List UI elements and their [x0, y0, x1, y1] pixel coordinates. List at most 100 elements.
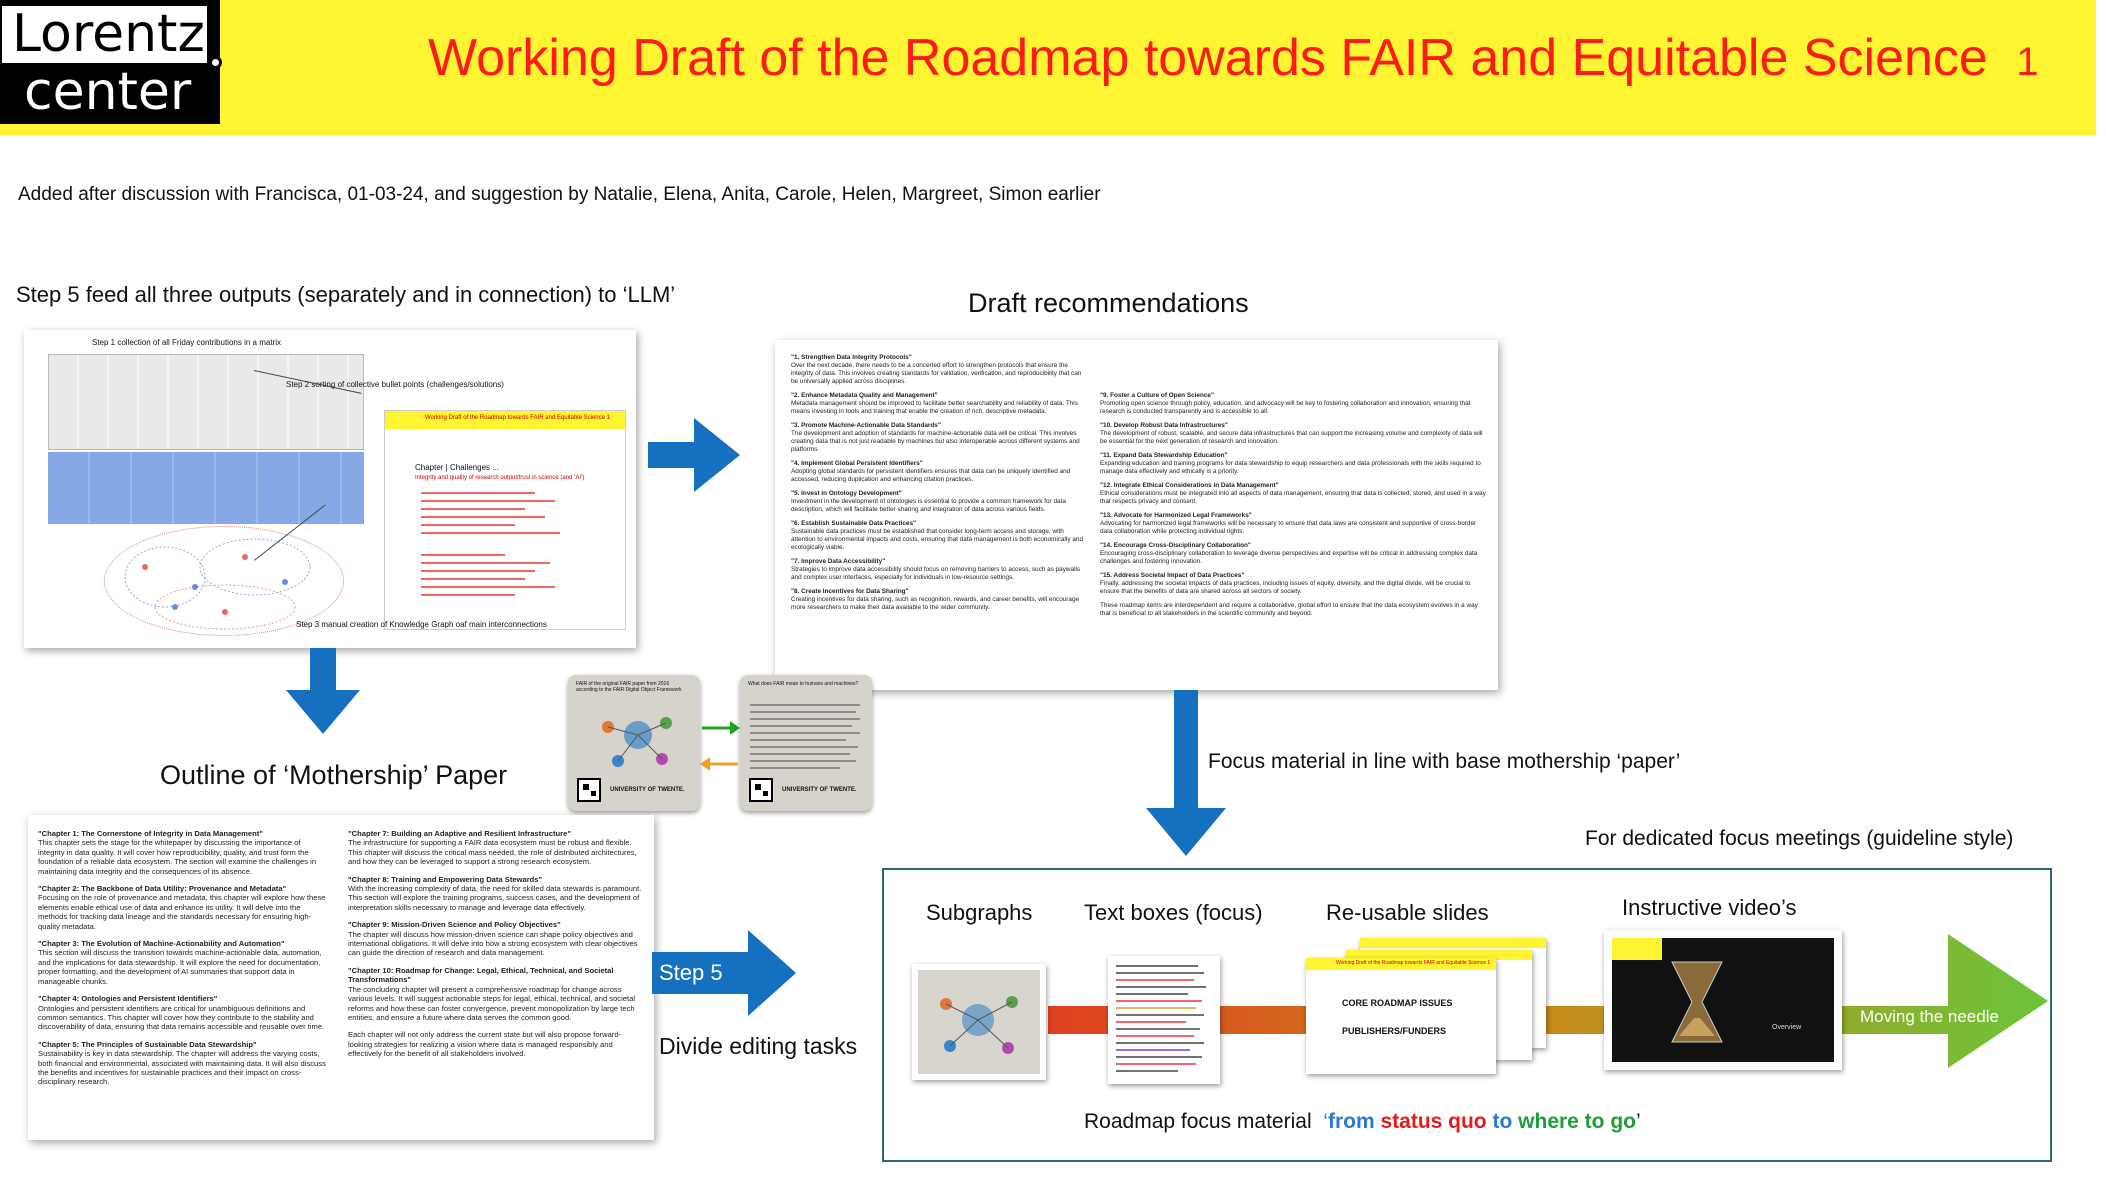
- where-to-go-word: where to go: [1518, 1110, 1636, 1133]
- text-lines-icon: [749, 704, 860, 802]
- chapter-subheading: Integrity and quality of research output…: [415, 475, 585, 481]
- chapter-item: "Chapter 7: Building an Adaptive and Res…: [348, 829, 637, 867]
- rec-item: "7. Improve Data Accessibility"Strategie…: [791, 558, 1081, 581]
- chapter-item: "Chapter 3: The Evolution of Machine-Act…: [38, 939, 322, 986]
- status-quo-word: status quo: [1380, 1110, 1487, 1133]
- rec-item: "13. Advocate for Harmonized Legal Frame…: [1100, 512, 1477, 535]
- exchange-arrows-icon: [700, 721, 740, 771]
- rec-item: "9. Foster a Culture of Open Science"Pro…: [1100, 392, 1471, 415]
- textbox-lines-icon: [1116, 965, 1206, 1072]
- quote-open: ‘: [1323, 1110, 1328, 1133]
- slide-header-text: Working Draft of the Roadmap towards FAI…: [1336, 960, 1491, 966]
- step1-label: Step 1 collection of all Friday contribu…: [92, 338, 281, 347]
- down-arrow-long-icon: [1146, 690, 1226, 856]
- slides-label: Re-usable slides: [1326, 900, 1489, 925]
- rec-item: "10. Develop Robust Data Infrastructures…: [1100, 422, 1483, 445]
- roadmap-focus-line: Roadmap focus material ‘from status quo …: [1084, 1110, 1641, 1134]
- reusable-slide-thumbnail: Working Draft of the Roadmap towards FAI…: [1306, 958, 1496, 1074]
- to-word: to: [1492, 1110, 1513, 1133]
- subtitle-note: Added after discussion with Francisca, 0…: [18, 184, 1101, 205]
- outline-left-column: "Chapter 1: The Cornerstone of Integrity…: [38, 829, 328, 1095]
- header-banner: Lorentz center Working Draft of the Road…: [0, 0, 2096, 135]
- draft-right-column: "9. Foster a Culture of Open Science"Pro…: [1100, 392, 1488, 624]
- outline-heading: Outline of ‘Mothership’ Paper: [160, 760, 508, 790]
- qr-card-2-title: What does FAIR mean to humans and machin…: [748, 681, 859, 687]
- bullet-lines: [421, 492, 560, 596]
- chapter-item: "Chapter 2: The Backbone of Data Utility…: [38, 884, 326, 931]
- textbox-thumbnail: [1108, 956, 1220, 1084]
- chapter-item: "Chapter 4: Ontologies and Persistent Id…: [38, 994, 325, 1032]
- rec-summary: These roadmap items are interdependent a…: [1100, 602, 1478, 617]
- outline-right-column: "Chapter 7: Building an Adaptive and Res…: [348, 829, 644, 1067]
- from-word: from: [1327, 1110, 1375, 1133]
- contribution-matrix-blue: [48, 452, 364, 524]
- logo-word-center: center: [24, 62, 192, 122]
- hourglass-icon: [1671, 961, 1723, 1043]
- rec-item: "3. Promote Machine-Actionable Data Stan…: [791, 422, 1080, 453]
- outline-summary: Each chapter will not only address the c…: [348, 1030, 622, 1059]
- divide-editing-label: Divide editing tasks: [659, 1033, 858, 1059]
- chapter-item: "Chapter 1: The Cornerstone of Integrity…: [38, 829, 317, 876]
- video-overview-label: Overview: [1772, 1024, 1802, 1031]
- chapter-heading: Chapter | Challenges ...: [415, 463, 499, 472]
- qr-card-1-title: FAIR of the original FAIR paper from 201…: [576, 681, 682, 693]
- subgraph-network-icon: [918, 970, 1040, 1074]
- step5-arrow-label: Step 5: [659, 960, 723, 985]
- knowledge-graph-sketch: [104, 526, 344, 636]
- rec-item: "12. Integrate Ethical Considerations in…: [1100, 482, 1486, 505]
- dedicated-meetings-label: For dedicated focus meetings (guideline …: [1585, 827, 2014, 850]
- sorted-bullets-slide: Working Draft of the Roadmap towards FAI…: [384, 410, 626, 630]
- videos-label: Instructive video’s: [1622, 895, 1797, 920]
- progress-arrow-icon: [1048, 934, 2048, 1068]
- rec-item: "2. Enhance Metadata Quality and Managem…: [791, 392, 1078, 415]
- roadmap-prefix: Roadmap focus material: [1084, 1110, 1312, 1133]
- rec-item: "6. Establish Sustainable Data Practices…: [791, 520, 1084, 551]
- qr-card-1: FAIR of the original FAIR paper from 201…: [568, 675, 700, 811]
- step5-arrow-icon: [652, 930, 796, 1016]
- logo-dot-icon: [209, 56, 222, 69]
- focus-material-label: Focus material in line with base mothers…: [1208, 750, 1681, 773]
- rec-item: "14. Encourage Cross-Disciplinary Collab…: [1100, 542, 1478, 565]
- step3-label: Step 3 manual creation of Knowledge Grap…: [296, 620, 547, 629]
- title-text: Working Draft of the Roadmap towards FAI…: [428, 29, 1988, 87]
- knowledge-graph-nodes: [124, 538, 311, 630]
- slide-title: Working Draft of the Roadmap towards FAI…: [425, 415, 610, 421]
- quote-close: ’: [1636, 1110, 1641, 1133]
- slide-yellow-bar: [1306, 958, 1496, 970]
- draft-recommendations-panel: "1. Strengthen Data Integrity Protocols"…: [775, 340, 1498, 690]
- qr-card-2: What does FAIR mean to humans and machin…: [740, 675, 872, 811]
- page-title: Working Draft of the Roadmap towards FAI…: [428, 28, 2039, 88]
- step2-label: Step 2 sorting of collective bullet poin…: [286, 380, 504, 389]
- lorentz-center-logo: Lorentz center: [0, 0, 222, 124]
- slide-line-core: CORE ROADMAP ISSUES: [1342, 998, 1453, 1008]
- draft-left-column: "1. Strengthen Data Integrity Protocols"…: [791, 354, 1089, 618]
- right-arrow-icon: [648, 418, 740, 492]
- matrix-collection-panel: Step 1 collection of all Friday contribu…: [24, 330, 636, 648]
- title-number: 1: [2016, 40, 2039, 84]
- slide-header-bar: [385, 411, 625, 429]
- draft-recommendations-heading: Draft recommendations: [968, 288, 1249, 318]
- slide-line-publishers: PUBLISHERS/FUNDERS: [1342, 1026, 1447, 1036]
- qr-card-1-university: UNIVERSITY OF TWENTE.: [610, 787, 685, 793]
- chapter-item: "Chapter 5: The Principles of Sustainabl…: [38, 1039, 326, 1087]
- moving-needle-label: Moving the needle: [1860, 1007, 1999, 1026]
- network-diagram-icon: [577, 717, 672, 802]
- logo-word-lorentz: Lorentz: [2, 6, 207, 63]
- rec-item: "4. Implement Global Persistent Identifi…: [791, 460, 1071, 483]
- rec-item: "8. Create Incentives for Data Sharing"C…: [791, 588, 1080, 611]
- qr-card-2-university: UNIVERSITY OF TWENTE.: [782, 787, 857, 793]
- rec-item: "5. Invest in Ontology Development"Inves…: [791, 490, 1066, 513]
- rec-item: "15. Address Societal Impact of Data Pra…: [1100, 572, 1471, 595]
- subgraphs-label: Subgraphs: [926, 900, 1033, 925]
- subgraph-thumbnail: [912, 964, 1046, 1080]
- textboxes-label: Text boxes (focus): [1084, 900, 1263, 925]
- contribution-matrix: [48, 354, 364, 450]
- rec-item: "11. Expand Data Stewardship Education"E…: [1100, 452, 1481, 475]
- chapter-item: "Chapter 9: Mission-Driven Science and P…: [348, 920, 638, 958]
- chapter-item: "Chapter 10: Roadmap for Change: Legal, …: [348, 965, 636, 1022]
- video-thumbnail[interactable]: Overview: [1604, 930, 1842, 1070]
- outline-mothership-panel: "Chapter 1: The Cornerstone of Integrity…: [28, 815, 654, 1140]
- down-arrow-icon: [286, 648, 360, 734]
- chapter-item: "Chapter 8: Training and Empowering Data…: [348, 874, 642, 912]
- video-frame: Overview: [1612, 938, 1834, 1062]
